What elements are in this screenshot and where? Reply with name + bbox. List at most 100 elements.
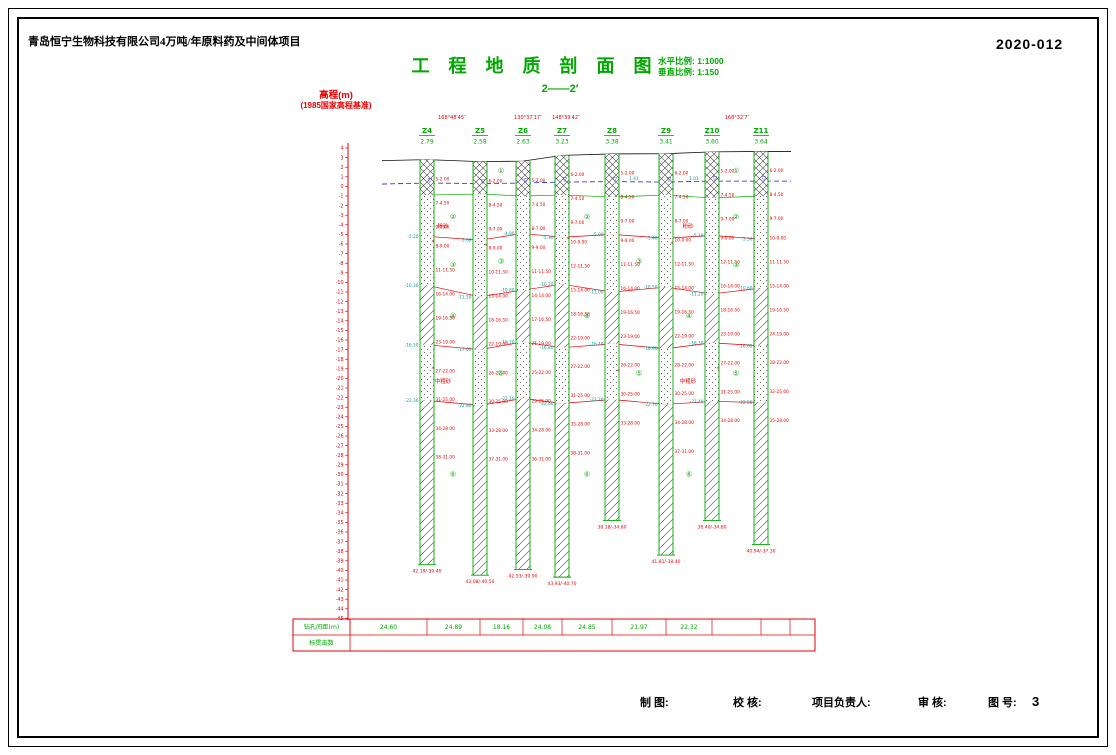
- axis-tick-label: -34: [336, 511, 344, 517]
- spt-mark: 28-22.00: [675, 362, 695, 368]
- spt-mark: 35-28.00: [571, 422, 591, 428]
- axis-tick-label: -14: [336, 319, 344, 325]
- spt-mark: 22-19.00: [489, 342, 509, 348]
- spt-mark: 33-28.00: [489, 428, 509, 434]
- axis-tick-label: -9: [339, 271, 344, 277]
- spt-mark: 18-16.50: [721, 308, 741, 314]
- spacing-row-label: 钻孔间距(m): [304, 623, 340, 631]
- axis-tick-label: -30: [336, 472, 344, 478]
- stratum-number: ⑤: [636, 370, 642, 378]
- stratum-segment: [605, 234, 619, 292]
- spacing-value: 21.97: [630, 624, 647, 631]
- axis-tick-label: -6: [339, 242, 344, 248]
- boundary-elevation: -5.60: [460, 238, 471, 244]
- bearing-angle: 130°37′17″: [514, 115, 542, 121]
- layer-label: *: [617, 369, 620, 375]
- spt-mark: 8-4.50: [489, 202, 503, 208]
- layer-label: 粉砂: [682, 222, 694, 230]
- stratum-segment: [705, 401, 719, 521]
- stratum-segment: [754, 239, 768, 289]
- axis-tick-label: -4: [339, 223, 344, 229]
- axis-tick-label: -1: [339, 194, 344, 200]
- layer-label: *: [567, 237, 570, 243]
- spt-mark: 12-11.50: [571, 263, 591, 269]
- spt-mark: 18-16.50: [489, 318, 509, 324]
- borehole-bottom-label: 42.53/-39.90: [509, 573, 538, 579]
- axis-tick-label: -39: [336, 559, 344, 565]
- footer-checker-label: 校 核:: [733, 697, 762, 709]
- boundary-elevation: -10.60: [739, 286, 753, 292]
- spt-mark: 8-9.00: [489, 246, 503, 252]
- spt-mark: 17-16.50: [532, 317, 552, 323]
- axis-tick-label: -41: [336, 578, 344, 584]
- drawing-title: 工 程 地 质 剖 面 图: [411, 56, 659, 76]
- spt-mark: 34-28.00: [532, 427, 552, 433]
- stratum-segment: [516, 196, 530, 234]
- stratum-segment: [754, 151, 768, 196]
- water-table-line: [381, 180, 791, 185]
- spt-mark: 8-7.00: [532, 226, 546, 232]
- stratum-segment: [516, 398, 530, 570]
- axis-tick-label: -35: [336, 520, 344, 526]
- spt-mark: 5-2.00: [532, 178, 546, 184]
- spt-mark: 30-25.00: [489, 399, 509, 405]
- spt-mark: 19-16.50: [621, 310, 641, 316]
- horizontal-scale-label: 水平比例: 1:1000: [658, 56, 724, 66]
- stratum-segment: [420, 344, 434, 401]
- boundary-elevation: -10.50: [644, 285, 658, 291]
- spt-mark: 31-25.00: [721, 389, 741, 395]
- spt-mark: 9-7.00: [571, 220, 585, 226]
- boundary-elevation: -16.60: [739, 343, 753, 349]
- stratum-segment: [659, 153, 673, 196]
- stratum-segment: [754, 402, 768, 545]
- spt-mark: 38-31.00: [571, 450, 591, 456]
- boundary-elevation: -10.30: [405, 283, 419, 289]
- spt-mark: 7-4.50: [675, 194, 689, 200]
- stratum-segment: [754, 196, 768, 240]
- spt-mark: 22-19.00: [675, 334, 695, 340]
- boundary-elevation: -16.90: [644, 346, 658, 352]
- borehole-bottom-label: 43.93/-40.70: [548, 581, 577, 587]
- axis-tick-label: -19: [336, 367, 344, 373]
- stratum-segment: [555, 195, 569, 238]
- stratum-segment: [659, 195, 673, 239]
- boundary-elevation: -5.00: [592, 232, 603, 238]
- spt-mark: 23-19.00: [721, 332, 741, 338]
- axis-tick-label: -8: [339, 261, 344, 267]
- stratum-number: ①: [733, 167, 739, 175]
- stratum-number: ①: [498, 167, 504, 175]
- axis-tick-label: -12: [336, 299, 344, 305]
- project-title: 青岛恒宁生物科技有限公司4万吨/年原料药及中间体项目: [28, 36, 301, 48]
- layer-label: 中粗砂: [680, 377, 697, 385]
- axis-tick-label: -22: [336, 395, 344, 401]
- spt-mark: 6-2.00: [571, 172, 585, 178]
- borehole-bottom-label: 38.40/-34.80: [698, 524, 727, 530]
- spt-mark: 6-2.00: [675, 170, 689, 176]
- stratum-segment: [555, 347, 569, 404]
- borehole-top-elevation: 2.58: [473, 139, 487, 146]
- spt-mark: 5-2.00: [721, 169, 735, 175]
- axis-tick-label: -20: [336, 376, 344, 382]
- stratum-number: ③: [636, 257, 642, 265]
- spt-mark: 28-22.00: [770, 360, 790, 366]
- borehole-Z11: Z113.6440.94/-37.30▽6-2.008-4.509-7.0010…: [739, 127, 789, 554]
- axis-tick-label: -24: [336, 415, 344, 421]
- borehole-name: Z8: [607, 127, 617, 135]
- stratum-segment: [516, 290, 530, 342]
- borehole-bottom-label: 38.18/-34.80: [598, 524, 627, 530]
- spt-mark: 11-11.50: [621, 262, 641, 268]
- spt-mark: 35-28.00: [770, 418, 790, 424]
- borehole-top-elevation: 3.23: [555, 139, 569, 146]
- water-level-icon: ▽: [613, 176, 618, 183]
- axis-tick-label: -25: [336, 424, 344, 430]
- spt-mark: 10-11.50: [489, 270, 509, 276]
- boundary-elevation: -16.80: [540, 345, 554, 351]
- borehole-bottom-label: 43.08/-40.50: [466, 579, 495, 585]
- stratum-number: ④: [450, 312, 456, 320]
- spt-mark: 34-28.00: [675, 420, 695, 426]
- spt-mark: 7-4.50: [721, 193, 735, 199]
- axis-tick-label: -11: [336, 290, 344, 296]
- spt-mark: 9-9.00: [532, 245, 546, 251]
- spt-mark: 22-19.00: [571, 335, 591, 341]
- spt-mark: 12-11.50: [675, 262, 695, 268]
